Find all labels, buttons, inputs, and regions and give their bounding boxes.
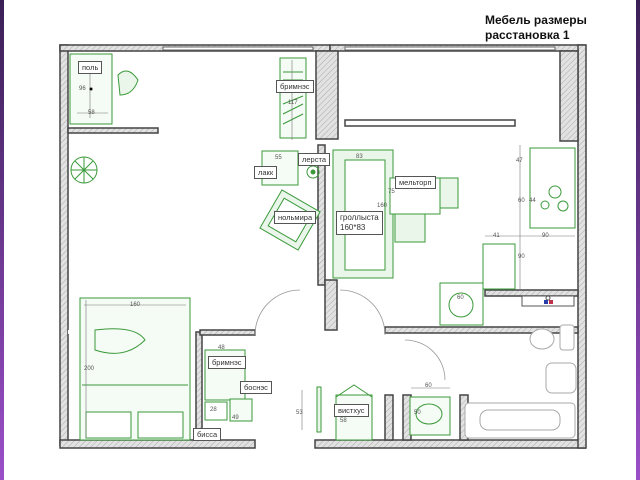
walls: [59, 44, 587, 449]
dim-sofa-depth: 83: [356, 154, 363, 160]
label-sofa-size: 160*83: [340, 223, 366, 232]
hot-water-icon: [549, 300, 553, 304]
wall-column: [315, 50, 339, 140]
wall-door-jamb: [324, 279, 338, 331]
cold-water-icon: [544, 300, 548, 304]
dim-hall-wardrobe-w: 48: [218, 345, 225, 351]
kitchen-washer: [439, 282, 484, 326]
toilet-bowl: [529, 328, 555, 350]
hall-shelf: [204, 401, 228, 421]
dim-hall-stool-w: 49: [232, 415, 239, 421]
label-lamp: лерста: [298, 153, 330, 166]
dim-hall-mirror: 53: [296, 410, 303, 416]
dim-washer-top: 60: [457, 295, 464, 301]
label-shoe-rack: вистхус: [334, 404, 369, 417]
hob-burner-2: [540, 200, 550, 210]
label-dining-table: мельторп: [395, 176, 436, 189]
wall-kitchen-top: [344, 119, 516, 127]
plan-title-line2: расстановка 1: [485, 28, 570, 42]
dim-bath-washer-d: 50: [414, 410, 421, 416]
dim-bed-width: 160: [130, 302, 141, 308]
label-hall-wardrobe: бримнэс: [208, 356, 246, 369]
hob-burner-3: [557, 200, 569, 212]
frame-border-right: [636, 0, 640, 480]
hall-mirror: [316, 386, 322, 433]
dining-chair-bottom: [394, 213, 426, 243]
floor-lamp: [306, 165, 320, 179]
label-armchair: нольмира: [274, 211, 317, 224]
wall-bottom-right: [314, 439, 586, 449]
hob-burner-1: [548, 185, 562, 199]
dim-kitchen-left: 41: [493, 233, 500, 239]
wall-partition-living: [317, 144, 326, 286]
wall-kitchen-bottom: [484, 289, 579, 297]
toilet-tank: [559, 324, 575, 351]
wall-hall-top: [199, 329, 256, 336]
fridge: [482, 243, 516, 290]
dim-sofa-width: 160: [377, 203, 388, 209]
plan-title: Мебель размеры расстановка 1: [485, 13, 587, 43]
dim-kitchen-mid2: 44: [529, 198, 536, 204]
dim-bath-washer-w: 60: [425, 383, 432, 389]
window-kitchen: [344, 46, 556, 51]
dim-kitchen-top: 47: [516, 158, 523, 164]
label-desk: поль: [78, 61, 103, 74]
wardrobe-top: [279, 57, 307, 139]
dim-wardrobe-height: 117: [288, 100, 298, 106]
dim-side-table-width: 55: [275, 155, 282, 161]
label-hall-shelf: бисса: [193, 428, 222, 441]
wall-hall-left: [195, 331, 203, 441]
dining-chair-right: [439, 177, 459, 209]
sink: [545, 362, 577, 394]
window-bedroom: [162, 46, 314, 51]
wall-right: [577, 44, 587, 449]
furniture: [69, 53, 576, 441]
wall-office-shelf: [67, 127, 159, 134]
label-sofa: гроллыста 160*83: [336, 211, 383, 235]
dim-kitchen-right: 90: [542, 233, 549, 239]
office-chair: [117, 70, 139, 96]
frame-border-left: [0, 0, 4, 480]
bathroom-fixtures: [464, 295, 577, 439]
door-arc-bathroom: [404, 339, 446, 381]
dim-desk-width: 58: [88, 110, 95, 116]
plan-title-line1: Мебель размеры: [485, 13, 587, 27]
dimension-lines: [77, 60, 575, 438]
shoe-rack: [335, 394, 373, 441]
kitchen-counter: [529, 147, 576, 229]
dim-shoe-rack-h: 58: [340, 418, 347, 424]
doors: [254, 289, 446, 381]
wall-mid: [384, 394, 394, 441]
dim-kitchen-mid: 60: [518, 198, 525, 204]
label-sofa-name: гроллыста: [340, 213, 379, 222]
wall-left: [59, 44, 69, 446]
label-hall-stool: боснэс: [240, 381, 272, 394]
label-side-table: лакк: [254, 166, 278, 179]
dim-hall-shelf-w: 28: [210, 407, 217, 413]
wall-bottom-left: [59, 439, 256, 449]
dim-desk-depth: 96: [79, 86, 86, 92]
tap-icon: [545, 295, 551, 301]
dim-bed-length: 200: [84, 366, 95, 372]
door-arc-bedroom: [254, 289, 301, 336]
door-arc-kitchen: [339, 289, 386, 336]
hall-stool: [229, 398, 253, 422]
dim-kitchen-bottom: 90: [518, 254, 525, 260]
label-wardrobe-top: бримнэс: [276, 80, 314, 93]
bathtub-inner: [479, 409, 561, 431]
pillow-right: [137, 411, 184, 439]
plant-leaves: [71, 157, 97, 183]
windows: [162, 46, 556, 51]
dim-table-depth: 75: [388, 189, 395, 195]
pillow-left: [85, 411, 132, 439]
wall-right-pillar: [559, 50, 579, 142]
